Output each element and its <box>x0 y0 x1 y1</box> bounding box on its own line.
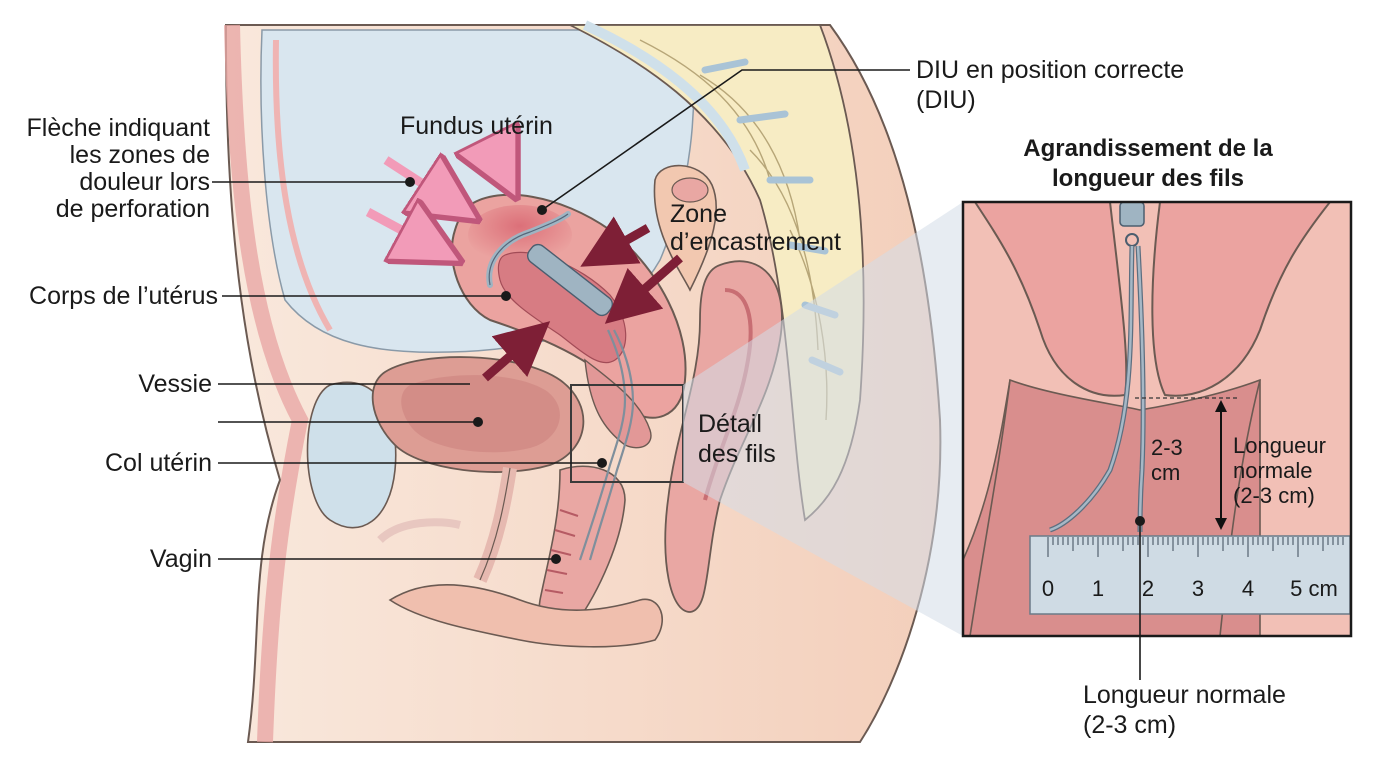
inset-title: longueur des fils <box>1052 165 1244 192</box>
inset-string-label: 2-3 <box>1151 435 1183 460</box>
ruler-numbers: 0 1 2 3 4 5 cm <box>1042 576 1338 601</box>
inset-title: Agrandissement de la <box>1023 135 1273 162</box>
label-pain-arrows: Flèche indiquant <box>27 114 211 142</box>
label-zone: Zone <box>670 200 727 228</box>
inset-frame <box>961 200 1353 638</box>
leader-dot <box>473 417 483 427</box>
inset-cervix-left <box>973 202 1128 397</box>
label-vessie: Vessie <box>138 370 212 398</box>
ruler-label: 3 <box>1192 576 1204 601</box>
zoom-projection <box>683 202 963 636</box>
embed-arrow <box>482 321 551 382</box>
bladder-inner <box>401 375 560 453</box>
inset-side-label: (2-3 cm) <box>1233 483 1315 508</box>
label-pain-arrows: les zones de <box>70 141 210 169</box>
label-detail: des fils <box>698 440 776 468</box>
ruler-ticks <box>1047 537 1344 557</box>
inset-side-label: Longueur <box>1233 433 1326 458</box>
ruler-label: 2 <box>1142 576 1154 601</box>
label-col: Col utérin <box>105 449 212 477</box>
label-vagin: Vagin <box>150 545 212 573</box>
label-corps: Corps de l’utérus <box>29 282 218 310</box>
abdominal-wall <box>224 24 309 743</box>
inset-panel: 0 1 2 3 4 5 cm 2-3 cm Longueur normale (… <box>961 200 1353 638</box>
inset-side-label: normale <box>1233 458 1312 483</box>
ruler-label: 0 <box>1042 576 1054 601</box>
ruler <box>1029 535 1351 615</box>
label-pain-arrows: douleur lors <box>79 168 210 196</box>
peritoneum-line <box>272 39 333 332</box>
label-iud: (DIU) <box>916 86 976 114</box>
ruler-label: 1 <box>1092 576 1104 601</box>
bottom-label: (2-3 cm) <box>1083 711 1176 739</box>
embed-arrow <box>604 254 683 324</box>
ruler-label: 5 cm <box>1290 576 1338 601</box>
labia-fold <box>377 518 461 544</box>
pain-arrow <box>365 212 448 255</box>
leader-dot <box>551 554 561 564</box>
label-fundus: Fundus utérin <box>400 112 553 140</box>
embed-arrow <box>580 216 651 267</box>
inset-iud-stem <box>1119 202 1145 227</box>
bottom-label: Longueur normale <box>1083 681 1286 709</box>
leader-dot <box>405 177 415 187</box>
embedding-arrows <box>482 216 683 382</box>
leader-dot <box>597 458 607 468</box>
pain-arrows <box>365 145 510 255</box>
label-pain-arrows: de perforation <box>56 195 210 223</box>
label-detail: Détail <box>698 410 762 438</box>
spine-sacrum <box>569 20 865 522</box>
bowel-cross-section <box>671 177 709 203</box>
vaginal-rugae <box>544 509 579 594</box>
label-iud: DIU en position correcte <box>916 56 1184 84</box>
perineum <box>388 584 664 648</box>
ruler-label: 4 <box>1242 576 1254 601</box>
inset-string-label: cm <box>1151 460 1180 485</box>
leader-line <box>541 69 910 211</box>
leader-dot <box>501 291 511 301</box>
leader-dot <box>537 205 547 215</box>
label-zone: d’encastrement <box>670 228 841 256</box>
inset-cervix-right <box>1151 202 1332 397</box>
pain-arrow <box>490 145 510 185</box>
